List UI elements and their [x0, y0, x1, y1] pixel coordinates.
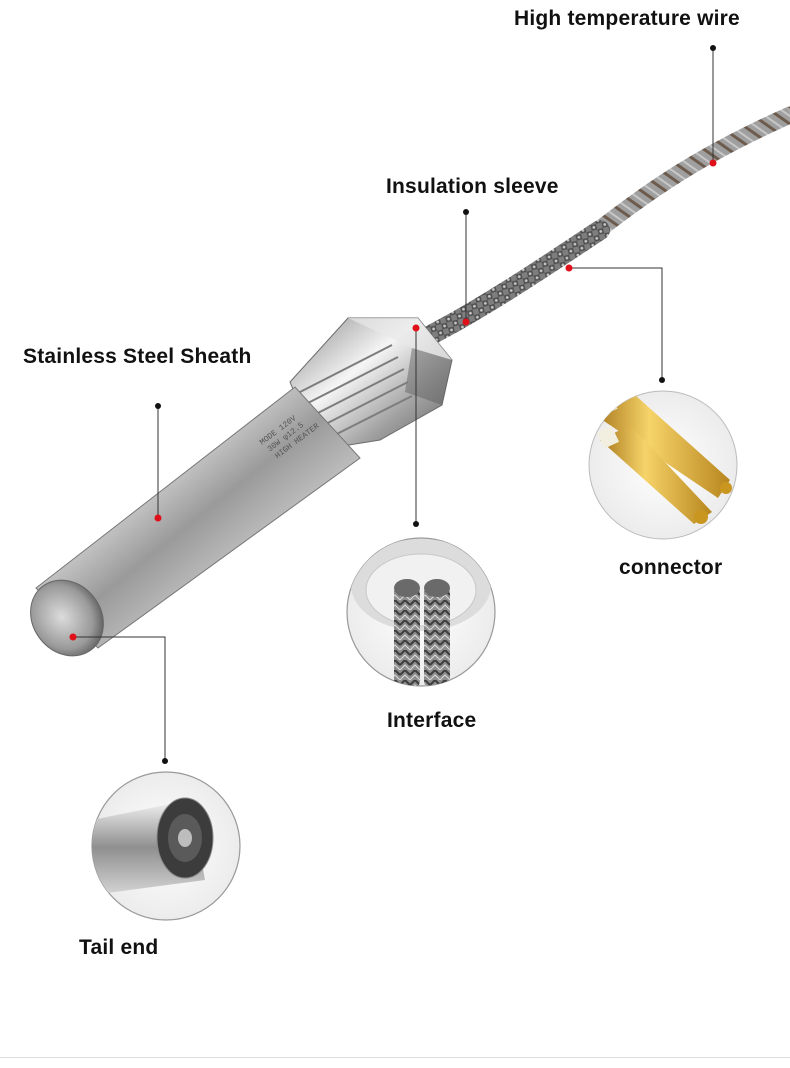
hex-fitting	[289, 317, 453, 451]
callout-tail-end	[69, 633, 168, 764]
label-interface: Interface	[387, 709, 477, 732]
label-tail-end: Tail end	[79, 936, 159, 959]
callout-stainless-sheath	[154, 403, 162, 522]
callout-high-temperature-wire	[709, 45, 717, 167]
callout-point	[565, 264, 573, 272]
label-connector: connector	[619, 556, 723, 579]
callout-point	[154, 514, 162, 522]
insulation-sleeve	[415, 220, 610, 348]
interface-detail-image	[346, 537, 496, 687]
tail-end-detail-image	[91, 771, 241, 921]
label-stainless-steel-sheath: Stainless Steel Sheath	[23, 345, 252, 368]
callout-connector	[565, 264, 665, 383]
stainless-steel-sheath: MODE 120V 30W φ12.5 HIGH HEATER	[30, 386, 361, 657]
callout-point	[412, 324, 420, 332]
callout-point	[709, 159, 717, 167]
callout-point	[462, 318, 470, 326]
callout-insulation-sleeve	[462, 209, 470, 326]
callout-point	[69, 633, 77, 641]
high-temperature-wire	[587, 106, 790, 241]
label-high-temperature-wire: High temperature wire	[514, 7, 740, 30]
bottom-divider	[0, 1057, 790, 1058]
connector-detail-image	[588, 390, 738, 540]
label-insulation-sleeve: Insulation sleeve	[386, 175, 559, 198]
callout-interface	[412, 324, 420, 527]
